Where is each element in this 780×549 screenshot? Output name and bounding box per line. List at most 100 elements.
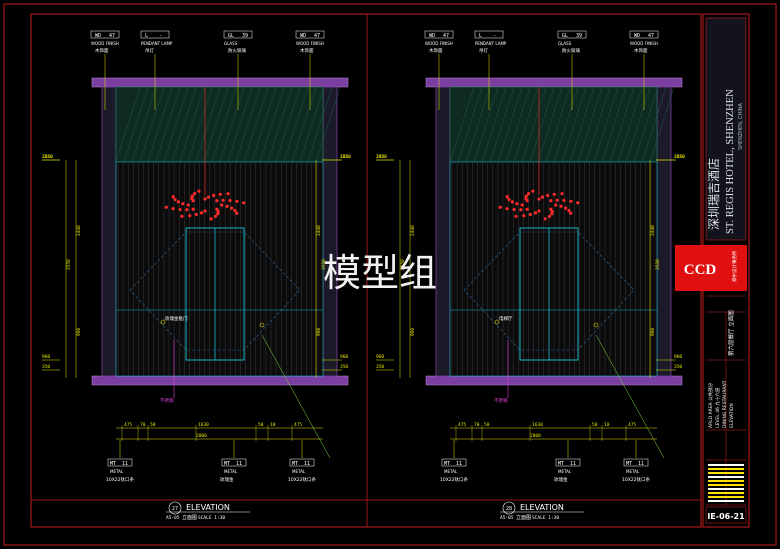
- material-tag-number: 39: [576, 33, 582, 39]
- lamp-crystal: [180, 214, 184, 218]
- lamp-crystal: [569, 211, 573, 215]
- vertical-dimension-right: 2440: [316, 225, 322, 236]
- floor-slab: [425, 375, 683, 386]
- lamp-crystal: [514, 214, 518, 218]
- metal-tag-number: 11: [122, 461, 128, 467]
- lamp-crystal: [226, 192, 230, 196]
- lamp-crystal: [228, 198, 232, 203]
- soffit-hatch: [617, 86, 643, 163]
- material-tag-cn: 木饰面: [634, 47, 648, 54]
- soffit-hatch: [537, 86, 563, 163]
- right-wall: [322, 86, 338, 377]
- lamp-crystal: [190, 196, 194, 201]
- wood-panel: [449, 161, 658, 377]
- marker-circle: [160, 319, 166, 325]
- vertical-dimension: 3550: [66, 259, 72, 270]
- lamp-crystal: [220, 203, 224, 207]
- soffit-hatch: [593, 86, 619, 163]
- lamp-crystal: [543, 217, 547, 221]
- soffit-hatch: [131, 86, 157, 163]
- metal-tag-cn: 10X22钛口条: [440, 476, 469, 483]
- material-tag-en: WOOD FINISH: [425, 41, 453, 46]
- soffit-hatch: [299, 86, 325, 163]
- ccd-logo-text: CCD: [684, 262, 717, 278]
- material-tag-box: [90, 30, 120, 39]
- material-tag-cn: 木饰面: [300, 47, 314, 54]
- lamp-crystal: [197, 189, 201, 193]
- total-width-dimension: 2800: [196, 433, 207, 439]
- elevation-title: ELEVATION: [186, 503, 230, 512]
- area-line: ARLD AREA 公共部分: [707, 382, 714, 428]
- right-wall: [656, 86, 672, 377]
- lamp-crystal: [576, 201, 580, 205]
- lamp-crystal: [547, 214, 551, 219]
- lamp-crystal: [519, 208, 523, 212]
- soffit-hatch: [139, 86, 165, 163]
- lamp-crystal: [230, 206, 234, 210]
- lamp-crystal: [528, 212, 532, 217]
- soffit-hatch: [449, 86, 475, 163]
- lamp-crystal: [221, 198, 225, 202]
- soffit-panel: [115, 86, 324, 163]
- soffit-panel: [449, 86, 658, 163]
- soffit-hatch: [203, 86, 229, 163]
- level-marker-right: 350: [340, 364, 348, 370]
- lamp-crystal: [190, 194, 194, 198]
- level-marker-left: 960: [42, 354, 50, 360]
- soffit-hatch: [457, 86, 483, 163]
- vertical-dimension: 3550: [400, 259, 406, 270]
- vertical-dimension: 960: [76, 328, 82, 336]
- metal-tag-en: METAL: [626, 469, 640, 474]
- floor-slab: [91, 375, 349, 386]
- lamp-crystal: [171, 195, 175, 199]
- level-marker-right: 3550: [674, 154, 685, 160]
- lamp-crystal: [520, 203, 524, 207]
- horizontal-dimension: 50: [150, 422, 156, 428]
- lamp-crystal: [235, 211, 239, 215]
- material-tag-en: PENDANT LAMP: [475, 41, 507, 46]
- inner-label: 电梯厅: [499, 315, 513, 322]
- metal-tag-box: [221, 458, 247, 467]
- soffit-hatch: [163, 86, 189, 163]
- lamp-crystal: [216, 209, 220, 214]
- level-marker-right: 350: [674, 364, 682, 370]
- horizontal-dimension: 10: [604, 422, 610, 428]
- soffit-hatch: [529, 86, 555, 163]
- lamp-crystal: [185, 208, 189, 212]
- soffit-hatch: [641, 86, 667, 163]
- material-tag-code: WD: [95, 33, 101, 39]
- elevation-title: ELEVATION: [520, 503, 564, 512]
- lamp-crystal: [203, 197, 207, 201]
- soffit-hatch: [155, 86, 181, 163]
- horizontal-dimension: 70: [140, 422, 146, 428]
- diagonal-leader: [595, 334, 665, 459]
- marker-circle: [494, 319, 500, 325]
- metal-tag-box: [441, 458, 467, 467]
- soffit-hatch: [625, 86, 651, 163]
- vertical-dimension-right: 3550: [655, 259, 661, 270]
- soffit-hatch: [577, 86, 603, 163]
- soffit-hatch: [585, 86, 611, 163]
- metal-tag-code: MT: [558, 461, 564, 467]
- outer-frame: [3, 3, 777, 546]
- material-tag-box: [295, 30, 325, 39]
- soffit-hatch: [211, 86, 237, 163]
- material-tag-number: -: [159, 33, 162, 39]
- sheet-number: IE-06-21: [707, 512, 745, 521]
- horizontal-dimension: 475: [124, 422, 132, 428]
- material-tag-box: [474, 30, 504, 39]
- vertical-dimension: 2440: [410, 225, 416, 236]
- metal-tag-cn: 玫瑰金: [220, 476, 234, 483]
- metal-tag-number: 11: [304, 461, 310, 467]
- lamp-crystal: [215, 199, 219, 203]
- metal-tag-code: MT: [110, 461, 116, 467]
- vertical-dimension-right: 2440: [650, 225, 656, 236]
- info-stripe: [708, 500, 744, 502]
- metal-tag-number: 11: [236, 461, 242, 467]
- material-tag-cn: 防火玻璃: [228, 47, 246, 54]
- material-tag-code: GL: [562, 33, 568, 39]
- inner-label: 不锈钢: [160, 397, 174, 404]
- soffit-hatch: [545, 86, 571, 163]
- elevation-number: 27: [172, 506, 178, 512]
